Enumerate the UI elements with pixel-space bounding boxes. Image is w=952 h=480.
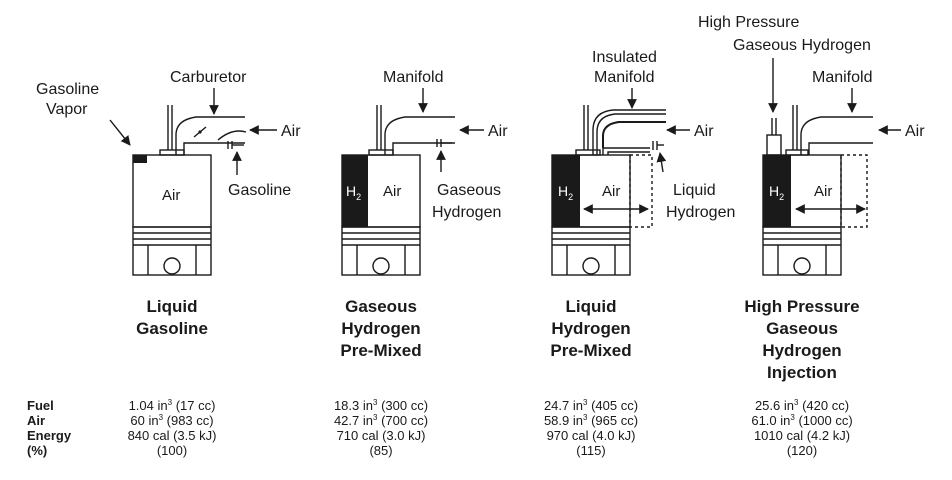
title-4-line-4: Injection <box>767 363 837 382</box>
label-air-chamber-2: Air <box>383 183 401 200</box>
piston-3 <box>551 226 631 276</box>
title-3-line-2: Hydrogen <box>551 319 630 338</box>
title-4-line-2: Gaseous <box>766 319 838 338</box>
cell-energy-4: 1010 cal (4.2 kJ) <box>754 428 850 443</box>
row-label-air: Air <box>27 413 45 428</box>
piston-pin-4 <box>793 257 811 275</box>
piston-pin-3 <box>582 257 600 275</box>
label-insulated-1: Insulated <box>592 49 657 66</box>
label-h2-3: H2 <box>558 183 573 202</box>
hydrogen-block-3 <box>552 155 580 227</box>
label-manifold-4: Manifold <box>812 69 872 86</box>
label-gaseous-hydrogen-1: Gaseous <box>437 182 501 199</box>
label-liquid-hydrogen-2: Hydrogen <box>666 204 735 221</box>
cell-fuel-4: 25.6 in3 (420 cc) <box>755 398 849 413</box>
row-label-energy: Energy <box>27 428 72 443</box>
gasoline-vapor-block <box>133 155 147 163</box>
cell-air-1: 60 in3 (983 cc) <box>130 413 213 428</box>
piston-pin-2 <box>372 257 390 275</box>
label-air-chamber-4: Air <box>814 183 832 200</box>
title-3-line-3: Pre-Mixed <box>550 341 631 360</box>
title-1-line-2: Gasoline <box>136 319 208 338</box>
expanded-volume-3 <box>629 154 653 228</box>
expanded-volume-4 <box>840 154 868 228</box>
label-air-2: Air <box>488 123 508 140</box>
label-gasoline-vapor-1: Gasoline <box>36 81 99 98</box>
label-air-3: Air <box>694 123 714 140</box>
cell-energy-3: 970 cal (4.0 kJ) <box>547 428 636 443</box>
label-high-pressure-1: High Pressure <box>698 14 799 31</box>
arrow-gasoline-vapor <box>109 119 131 146</box>
label-insulated-2: Manifold <box>594 69 654 86</box>
cell-fuel-1: 1.04 in3 (17 cc) <box>129 398 216 413</box>
label-manifold-2: Manifold <box>383 69 443 86</box>
injector <box>766 134 782 156</box>
label-air-chamber-1: Air <box>162 187 180 204</box>
cell-percent-4: (120) <box>787 443 817 458</box>
cell-air-2: 42.7 in3 (700 cc) <box>334 413 428 428</box>
cell-fuel-2: 18.3 in3 (300 cc) <box>334 398 428 413</box>
piston-pin-1 <box>163 257 181 275</box>
piston-2 <box>341 226 421 276</box>
label-liquid-hydrogen-1: Liquid <box>673 182 716 199</box>
panel-gaseous-hydrogen-premixed: H2 Air Manifold Air Gaseous Hydrogen <box>341 69 508 276</box>
cell-percent-2: (85) <box>369 443 392 458</box>
cell-percent-1: (100) <box>157 443 187 458</box>
hydrogen-block-4 <box>763 155 791 227</box>
label-gasoline-vapor-2: Vapor <box>46 101 88 118</box>
title-1-line-1: Liquid <box>147 297 198 316</box>
label-h2-2: H2 <box>346 183 361 202</box>
cell-percent-3: (115) <box>576 443 605 458</box>
panel-liquid-gasoline: Gasoline Vapor Carburetor Air Gasoline A… <box>36 69 301 276</box>
title-2-line-1: Gaseous <box>345 297 417 316</box>
piston-4 <box>762 226 842 276</box>
comparison-table: Fuel Air Energy (%) 1.04 in3 (17 cc) 60 … <box>27 398 853 458</box>
cell-fuel-3: 24.7 in3 (405 cc) <box>544 398 638 413</box>
row-label-fuel: Fuel <box>27 398 54 413</box>
label-air-4: Air <box>905 123 925 140</box>
configuration-titles: Liquid Gasoline Gaseous Hydrogen Pre-Mix… <box>136 297 860 382</box>
label-carburetor: Carburetor <box>170 69 247 86</box>
label-air-chamber-3: Air <box>602 183 620 200</box>
label-h2-4: H2 <box>769 183 784 202</box>
panel-high-pressure-injection: H2 Air High Pressure Gaseous Hydrogen Ma… <box>698 14 925 276</box>
title-3-line-1: Liquid <box>566 297 617 316</box>
panel-liquid-hydrogen-premixed: H2 Air Insulated Manifold Air Liquid Hyd… <box>551 49 735 276</box>
row-label-percent: (%) <box>27 443 47 458</box>
label-gasoline: Gasoline <box>228 182 291 199</box>
piston-1 <box>132 226 212 276</box>
cell-air-3: 58.9 in3 (965 cc) <box>544 413 638 428</box>
title-4-line-3: Hydrogen <box>762 341 841 360</box>
title-2-line-2: Hydrogen <box>341 319 420 338</box>
cell-energy-2: 710 cal (3.0 kJ) <box>337 428 426 443</box>
label-air-1: Air <box>281 123 301 140</box>
title-2-line-3: Pre-Mixed <box>340 341 421 360</box>
cell-energy-1: 840 cal (3.5 kJ) <box>128 428 217 443</box>
cell-air-4: 61.0 in3 (1000 cc) <box>751 413 852 428</box>
hydrogen-block-2 <box>342 155 368 227</box>
title-4-line-1: High Pressure <box>744 297 859 316</box>
label-gaseous-hydrogen-2: Hydrogen <box>432 204 501 221</box>
label-high-pressure-2: Gaseous Hydrogen <box>733 37 871 54</box>
arrow-liquid-hydrogen <box>656 152 667 173</box>
